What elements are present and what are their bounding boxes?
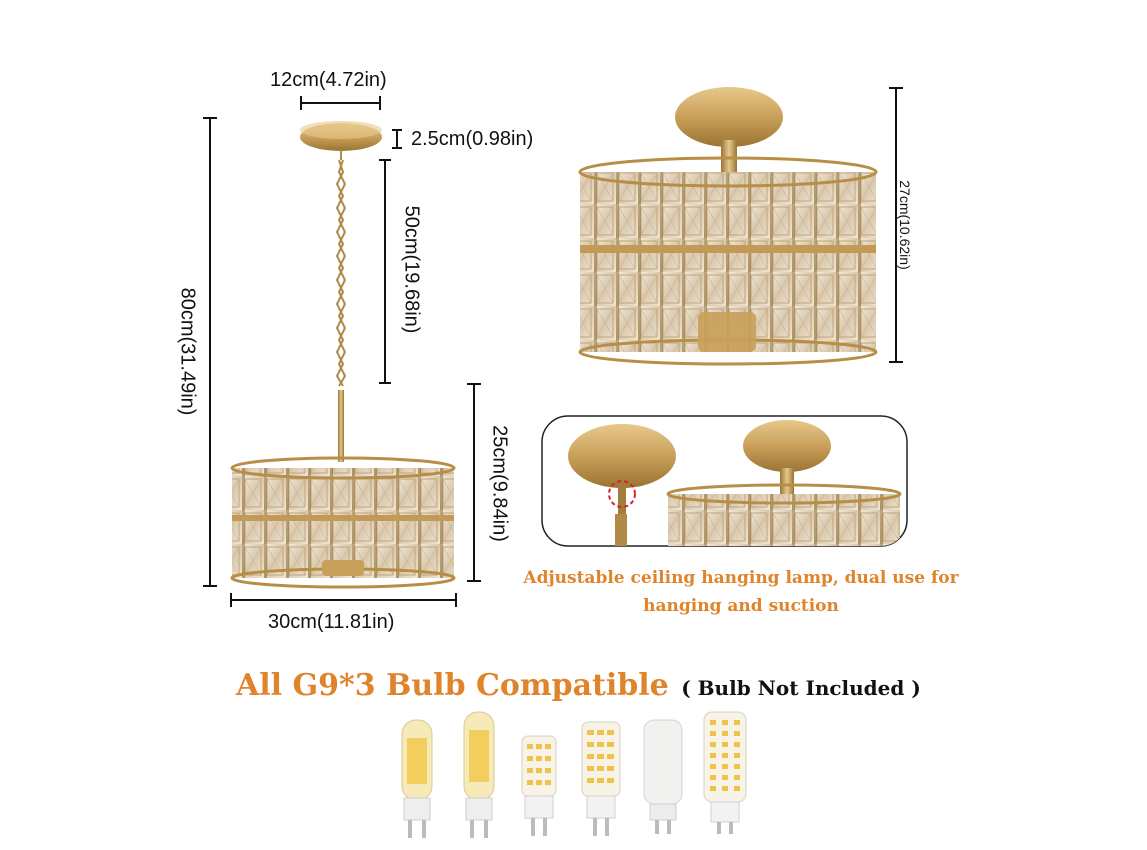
headline-title: All G9*3 Bulb Compatible: [236, 668, 669, 703]
dual-use-caption: Adjustable ceiling hanging lamp, dual us…: [510, 564, 972, 620]
g9-halogen-bulb-icon: [401, 719, 433, 838]
g9-halogen-bulb-icon: [463, 711, 495, 838]
dimension-lines-left: [203, 96, 481, 607]
shade-height-label: 25cm(9.84in): [488, 425, 511, 542]
hook-highlight-circle: [608, 480, 636, 508]
g9-led-bulb-icon: [703, 711, 747, 834]
dual-use-inset: [541, 415, 908, 547]
canopy-height-label: 2.5cm(0.98in): [411, 128, 534, 150]
chain-length-label: 50cm(19.68in): [400, 205, 423, 334]
dimension-lines-right: [889, 87, 903, 363]
canopy-width-label: 12cm(4.72in): [270, 69, 387, 91]
pendant-rod: [338, 390, 344, 462]
bulb-compatibility-headline: All G9*3 Bulb Compatible ( Bulb Not Incl…: [236, 668, 921, 703]
caption-line-1: Adjustable ceiling hanging lamp, dual us…: [523, 568, 959, 588]
caption-line-2: hanging and suction: [643, 596, 839, 616]
bulb-row: [401, 711, 747, 838]
total-height-label: 80cm(31.49in): [176, 287, 199, 416]
pendant-chain: [335, 150, 347, 387]
g9-led-bulb-icon: [581, 721, 621, 836]
semi-flush-height-label: 27cm(10.62in): [897, 180, 913, 270]
pendant-shade: [230, 456, 456, 589]
g9-led-bulb-icon: [521, 735, 557, 836]
g9-frosted-led-bulb-icon: [643, 719, 683, 834]
semi-flush-fixture: [578, 87, 878, 366]
shade-width-label: 30cm(11.81in): [268, 611, 395, 633]
headline-note: ( Bulb Not Included ): [681, 676, 921, 700]
pendant-canopy: [300, 121, 382, 151]
